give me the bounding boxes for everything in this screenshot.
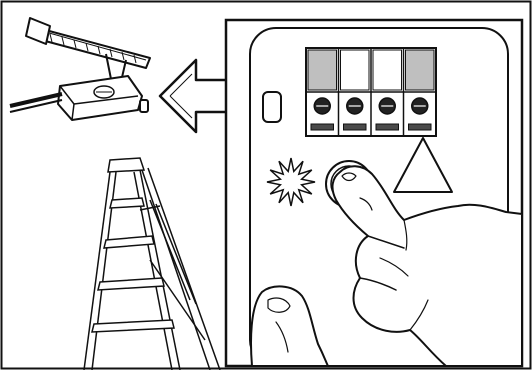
terminal-slot — [341, 50, 370, 90]
terminal-slot — [308, 50, 337, 90]
terminal-tab — [344, 124, 367, 130]
terminal-tab — [376, 124, 399, 130]
terminal-slot — [406, 50, 435, 90]
terminal-block-icon — [306, 48, 436, 136]
terminal-tab — [311, 124, 334, 130]
terminal-tab — [409, 124, 432, 130]
terminal-slot — [373, 50, 402, 90]
